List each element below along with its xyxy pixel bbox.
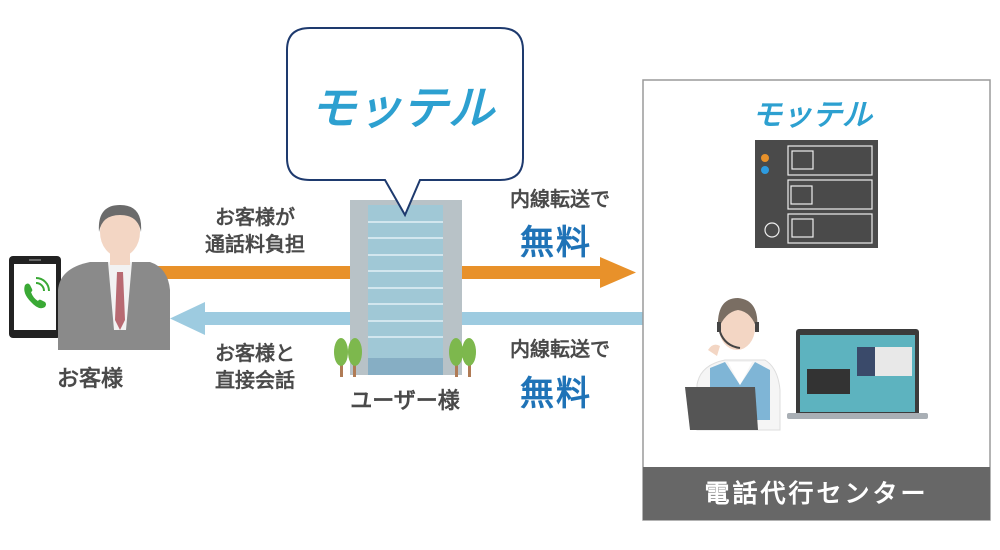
- call-center-label: 電話代行センター: [704, 479, 929, 508]
- customer-label: お客様: [56, 367, 123, 392]
- bottom-left-caption: お客様と 直接会話: [190, 340, 320, 394]
- user-label: ユーザー様: [350, 389, 460, 414]
- customer-man-icon: [58, 205, 170, 350]
- operator-woman-icon: [685, 298, 781, 431]
- laptop-icon: [787, 329, 928, 419]
- speech-bubble: [286, 27, 524, 218]
- caption-line: 直接会話: [215, 368, 295, 392]
- center-logo: モッテル: [752, 98, 872, 133]
- building-icon: [350, 200, 462, 375]
- caption-line: お客様が: [215, 205, 295, 229]
- caption-line: 通話料負担: [205, 232, 305, 256]
- tree-icons: [334, 338, 476, 377]
- caption-line: お客様と: [215, 341, 295, 365]
- server-icon: [755, 140, 878, 248]
- top-left-caption: お客様が 通話料負担: [190, 204, 320, 258]
- bubble-logo: モッテル: [310, 81, 494, 135]
- top-right-free: 無料: [520, 223, 592, 263]
- bottom-right-caption: 内線転送で: [510, 337, 610, 361]
- smartphone-icon: [9, 256, 61, 338]
- bottom-right-free: 無料: [520, 374, 592, 414]
- top-right-caption: 内線転送で: [510, 187, 610, 211]
